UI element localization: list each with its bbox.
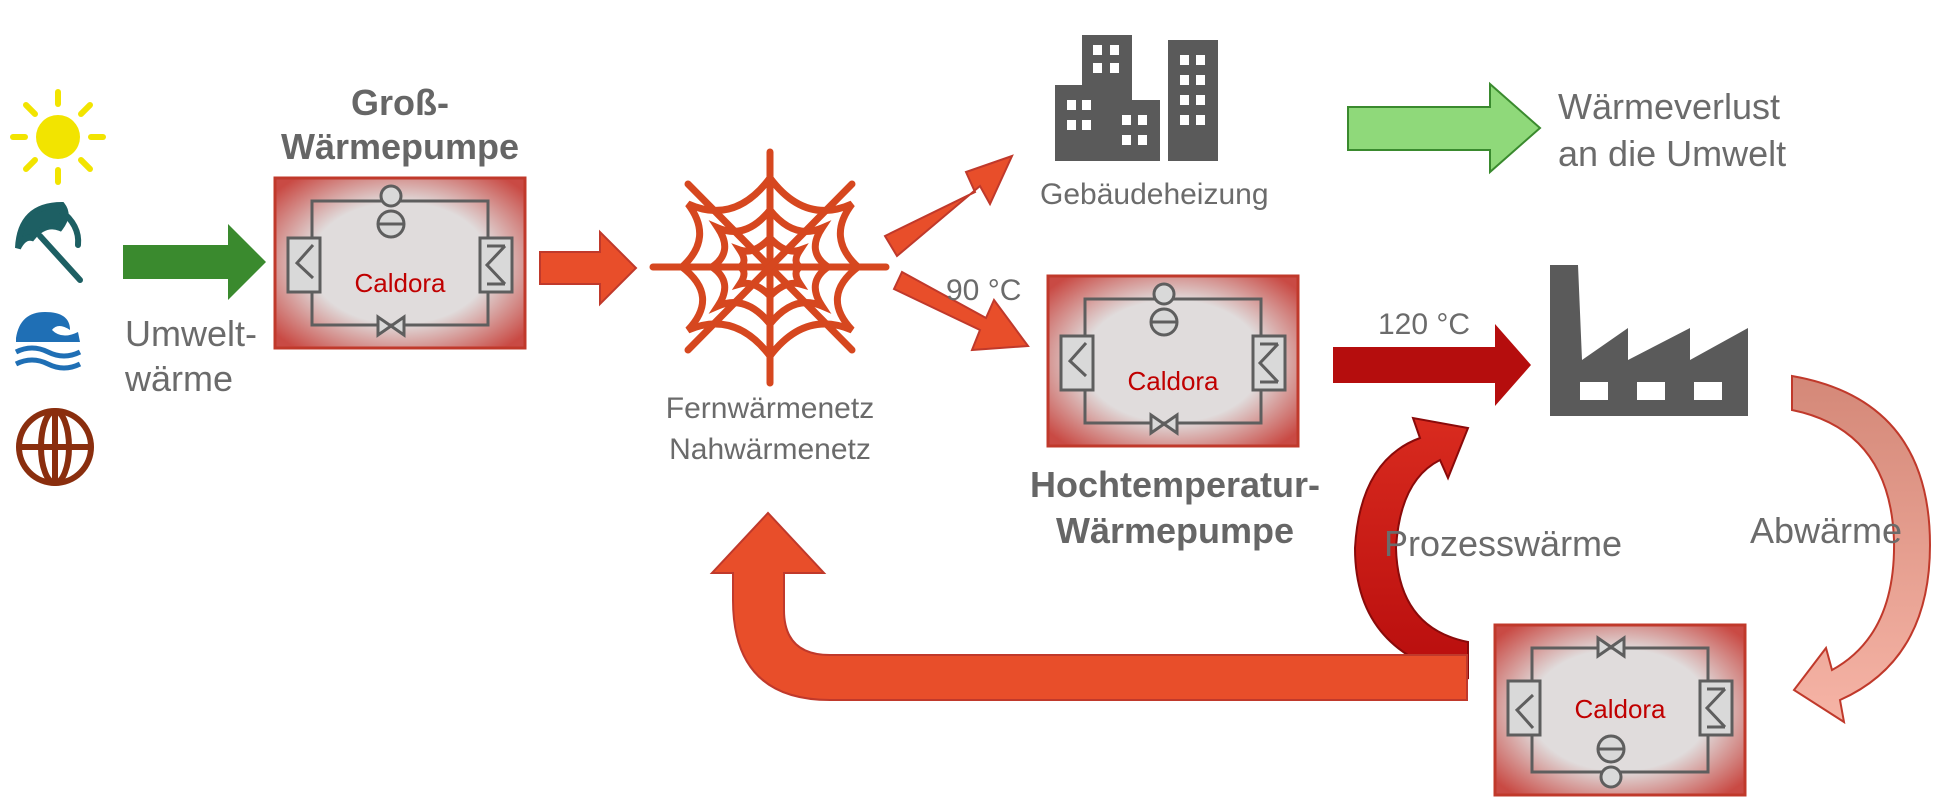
outlet-temperature: 120 °C (1378, 308, 1471, 341)
network-to-high-temp-pump-arrow (892, 270, 1030, 352)
globe-icon (16, 408, 94, 486)
large-heat-pump-title-1: Groß- (351, 82, 449, 123)
sun-icon (10, 89, 106, 185)
waste-heat-pump-brand: Caldora (1574, 694, 1666, 724)
ambient-heat-arrow (123, 224, 266, 300)
large-heat-pump-title-2: Wärmepumpe (280, 126, 520, 167)
large-heat-pump (273, 176, 527, 350)
high-temp-heat-pump-title-2: Wärmepumpe (1055, 510, 1295, 551)
heat-pump-to-network-arrow (539, 229, 638, 307)
ambient-heat-label-1: Umwelt- (125, 313, 257, 354)
network-label-1: Fernwärmenetz (665, 392, 875, 425)
heat-loss-label-2: an die Umwelt (1558, 133, 1787, 174)
network-to-building-arrow (883, 154, 1014, 258)
high-temp-heat-pump (1046, 274, 1300, 448)
process-heat-arrow (1353, 416, 1470, 680)
high-temp-heat-pump-brand: Caldora (1127, 366, 1219, 396)
return-to-network-arrow (709, 511, 1468, 701)
water-wave-icon (14, 312, 82, 371)
district-heating-network-icon (649, 148, 890, 387)
waste-heat-label: Abwärme (1750, 510, 1903, 551)
network-label-2: Nahwärmenetz (669, 433, 871, 466)
inlet-temperature: 90 °C (946, 274, 1022, 307)
heat-loss-arrow (1347, 81, 1542, 175)
ambient-heat-label-2: wärme (125, 358, 234, 399)
building-label: Gebäudeheizung (1040, 178, 1269, 211)
heat-loss-label-1: Wärmeverlust (1558, 86, 1781, 127)
factory-icon (1550, 265, 1748, 416)
building-icon (1055, 35, 1218, 161)
high-temp-heat-arrow (1333, 324, 1531, 406)
high-temp-heat-pump-title-1: Hochtemperatur- (1029, 464, 1321, 505)
process-heat-label: Prozesswärme (1384, 523, 1623, 564)
large-heat-pump-brand: Caldora (354, 268, 446, 298)
building-windows-icon (1067, 45, 1205, 145)
waste-heat-arrow (1791, 374, 1932, 725)
umbrella-icon (15, 201, 83, 283)
